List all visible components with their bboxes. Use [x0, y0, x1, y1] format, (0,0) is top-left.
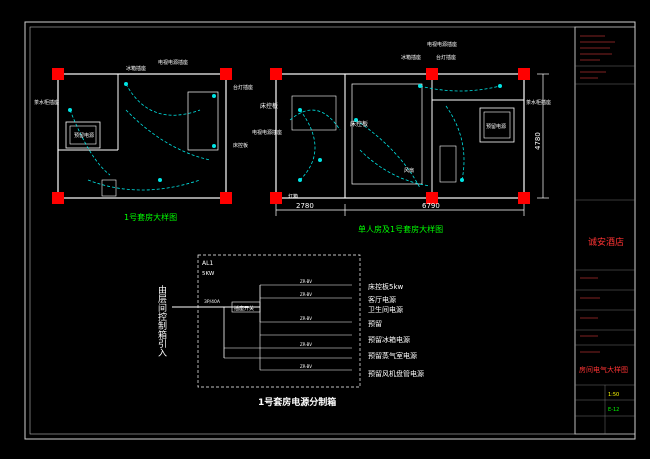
circuit-cable: ZR-BV: [300, 364, 312, 369]
circuit-cable: ZR-BV: [300, 342, 312, 347]
project-name: 诚安酒店: [588, 236, 624, 248]
panel-box: [197, 254, 361, 388]
label-light-box: 灯箱: [288, 193, 298, 200]
left-plan-outline: [57, 73, 227, 199]
label-bed-panel: 床控板: [260, 102, 278, 110]
panel-box-id: AL1: [202, 260, 213, 267]
label-fridge-socket: 冰箱插座: [126, 65, 146, 72]
dim-height: 4780: [534, 132, 542, 150]
label-tv-socket: 电视电源插座: [252, 129, 282, 136]
label-reserve: 预留电源: [486, 123, 506, 130]
label-fridge-socket: 冰箱插座: [401, 54, 421, 61]
column-block: [426, 192, 438, 204]
panel-box-power: 5KW: [202, 271, 215, 277]
middle-plan: 冰箱插座 电视电源插座 台灯插座 床控板 床控板 电视电源插座 茶水柜插座 预留…: [252, 41, 551, 234]
label-bed-panel: 床控板: [350, 120, 368, 128]
inner-border: [29, 26, 576, 435]
label-lamp-socket: 台灯插座: [436, 54, 456, 61]
circuit-cable: ZR-BV: [300, 292, 312, 297]
sub-switch: 插座开关: [234, 305, 254, 312]
load-label: 预留蒸气室电源: [368, 351, 417, 360]
load-label: 预留冰箱电源: [368, 335, 410, 344]
label-bed-panel: 床控板: [233, 142, 248, 149]
drawing-scale: 1:50: [608, 392, 619, 398]
load-label: 预留风机盘管电源: [368, 369, 424, 378]
label-reserve: 预留电源: [74, 132, 94, 139]
label-tv-socket: 电视电源插座: [427, 41, 457, 48]
dim-width-left: 2780: [296, 202, 314, 210]
left-plan: 冰箱插座 电视电源插座 台灯插座 床控板 茶水柜插座 预留电源 1号套房大样图: [34, 59, 253, 222]
column-block: [270, 68, 282, 80]
column-block: [426, 68, 438, 80]
main-breaker: 3P/40A: [204, 299, 221, 305]
load-label: 客厅电源: [368, 295, 396, 304]
sheet-number: E-12: [608, 407, 619, 413]
column-block: [518, 68, 530, 80]
panel-schematic: AL1 5KW 由层间控制箱引入 3P/40A 插座开关 ZR-BV ZR-BV…: [156, 254, 424, 408]
load-label: 卫生间电源: [368, 305, 403, 314]
circuit-cable: ZR-BV: [300, 279, 312, 284]
circuit-cable: ZR-BV: [300, 316, 312, 321]
dimensions: 2780 6790 4780: [275, 73, 549, 216]
title-block: 诚安酒店 房间电气大样图 1:50 E-12: [574, 26, 636, 435]
left-plan-title: 1号套房大样图: [124, 212, 177, 222]
dim-width-right: 6790: [422, 202, 440, 210]
label-tea-socket: 茶水柜插座: [526, 99, 551, 106]
load-label: 床控板5kw: [368, 282, 404, 291]
column-block: [220, 192, 232, 204]
label-tea-socket: 茶水柜插座: [34, 99, 59, 106]
column-block: [518, 192, 530, 204]
outer-border: [24, 21, 636, 440]
mid-plan-title: 单人房及1号套房大样图: [358, 224, 443, 234]
column-block: [270, 192, 282, 204]
panel-source-label: 由层间控制箱引入: [156, 284, 167, 357]
column-block: [52, 68, 64, 80]
column-block: [220, 68, 232, 80]
load-label: 预留: [368, 319, 382, 328]
label-tv-socket: 电视电源插座: [158, 59, 188, 66]
label-lamp-socket: 台灯插座: [233, 84, 253, 91]
panel-title: 1号套房电源分制箱: [258, 396, 336, 408]
label-fan: 风扇: [404, 167, 414, 174]
circuit-lines: [224, 284, 352, 371]
middle-plan-outline: [275, 73, 525, 199]
drawing-name: 房间电气大样图: [579, 365, 628, 374]
column-block: [52, 192, 64, 204]
